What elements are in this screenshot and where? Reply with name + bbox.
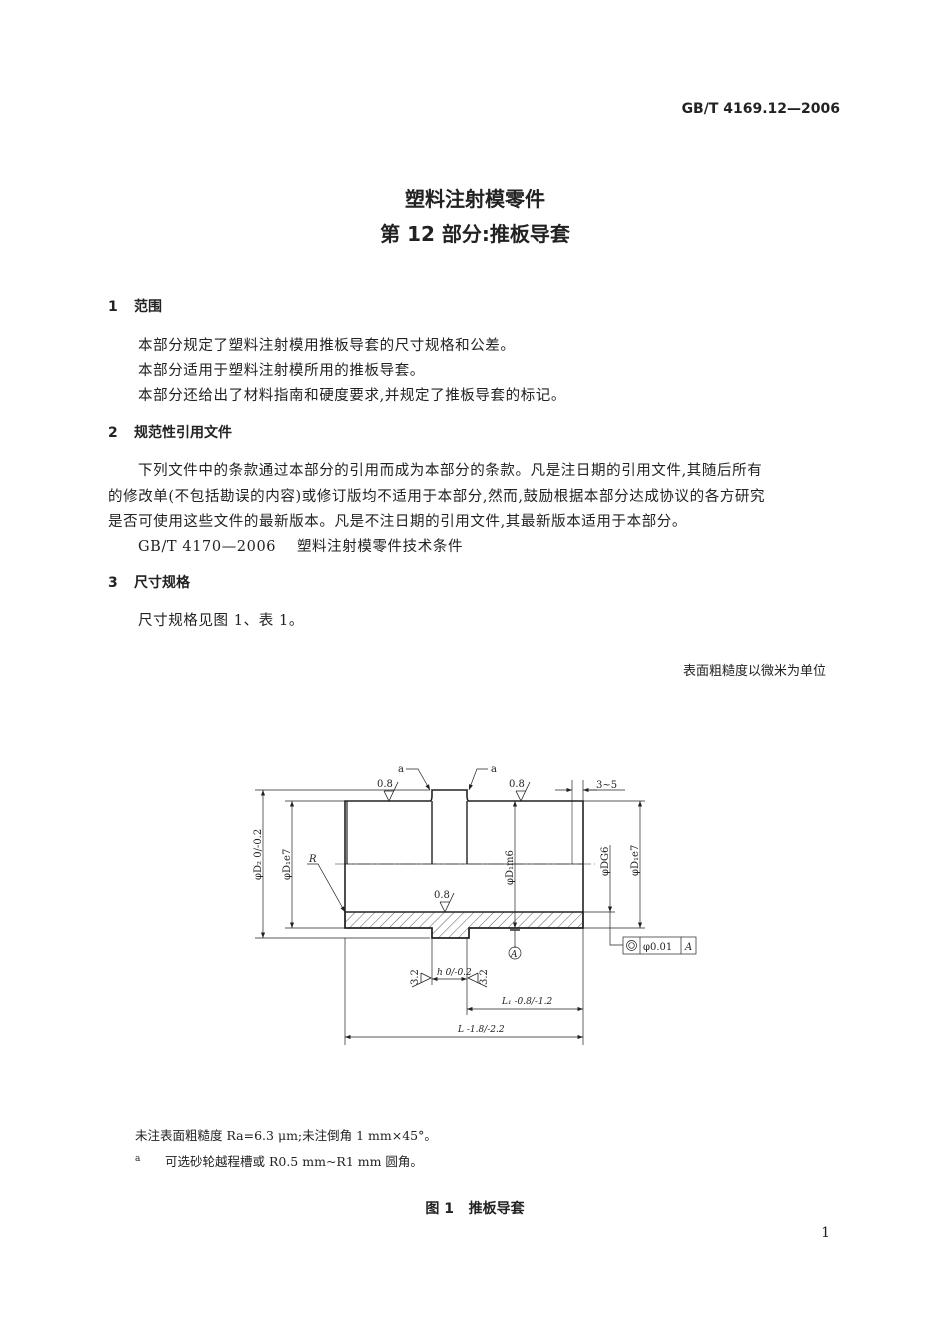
page-number: 1 bbox=[821, 1225, 830, 1241]
dim-phi-d1m6: φD₁m6 bbox=[505, 850, 516, 885]
concentricity-icon bbox=[626, 940, 637, 951]
tolerance-datum: A bbox=[684, 942, 692, 953]
dim-l: L -1.8/-2.2 bbox=[457, 1025, 505, 1035]
unit-note: 表面粗糙度以微米为单位 bbox=[682, 664, 826, 679]
datum-circle bbox=[508, 946, 522, 960]
figure-caption: 图 1 推板导套 bbox=[425, 1201, 525, 1217]
paragraph: 是否可使用这些文件的最新版本。凡是不注日期的引用文件,其最新版本适用于本部分。 bbox=[108, 514, 688, 530]
figure-note: 未注表面粗糙度 Ra=6.3 μm;未注倒角 1 mm×45°。 bbox=[135, 1128, 437, 1143]
roughness-label: 0.8 bbox=[377, 779, 393, 790]
part-outline bbox=[335, 789, 595, 939]
tolerance-frame bbox=[622, 936, 697, 955]
tolerance-value: φ0.01 bbox=[643, 942, 672, 953]
dim-phi-d1e7: φD₁e7 bbox=[630, 845, 641, 876]
datum-label: A bbox=[510, 950, 518, 960]
dim-l1: L₁ -0.8/-1.2 bbox=[501, 997, 552, 1007]
dim-h: h 0/-0.2 bbox=[437, 968, 472, 978]
label-a: a bbox=[398, 764, 404, 775]
dim-3-5: 3~5 bbox=[596, 780, 617, 791]
dimensions bbox=[255, 768, 697, 1045]
standard-number: GB/T 4169.12—2006 bbox=[681, 101, 840, 117]
dim-phi-d2: φD₂ 0/-0.2 bbox=[253, 829, 264, 880]
roughness-symbols bbox=[383, 781, 531, 988]
roughness-label: 3.2 bbox=[410, 969, 421, 985]
dim-phi-dg6: φDG6 bbox=[600, 847, 611, 876]
paragraph: 的修改单(不包括勘误的内容)或修订版均不适用于本部分,然而,鼓励根据本部分达成协… bbox=[108, 489, 766, 505]
paragraph: 本部分还给出了材料指南和硬度要求,并规定了推板导套的标记。 bbox=[138, 388, 567, 404]
roughness-label: 0.8 bbox=[509, 779, 525, 790]
reference-item: GB/T 4170—2006 塑料注射模零件技术条件 bbox=[138, 539, 464, 555]
paragraph: 本部分规定了塑料注射模用推板导套的尺寸规格和公差。 bbox=[138, 338, 516, 354]
roughness-label: 0.8 bbox=[434, 890, 450, 901]
roughness-label: 3.2 bbox=[479, 969, 490, 985]
title-line-2: 第 12 部分:推板导套 bbox=[380, 222, 570, 246]
paragraph: 本部分适用于塑料注射模所用的推板导套。 bbox=[138, 363, 425, 379]
label-a: a bbox=[491, 764, 497, 775]
label-r: R bbox=[308, 854, 317, 865]
section-hatch bbox=[344, 911, 584, 939]
dim-phi-d1e7: φD₁e7 bbox=[282, 849, 293, 880]
paragraph: 尺寸规格见图 1、表 1。 bbox=[138, 613, 304, 629]
paragraph: 下列文件中的条款通过本部分的引用而成为本部分的条款。凡是注日期的引用文件,其随后… bbox=[138, 463, 763, 479]
title-line-1: 塑料注射模零件 bbox=[405, 187, 545, 211]
